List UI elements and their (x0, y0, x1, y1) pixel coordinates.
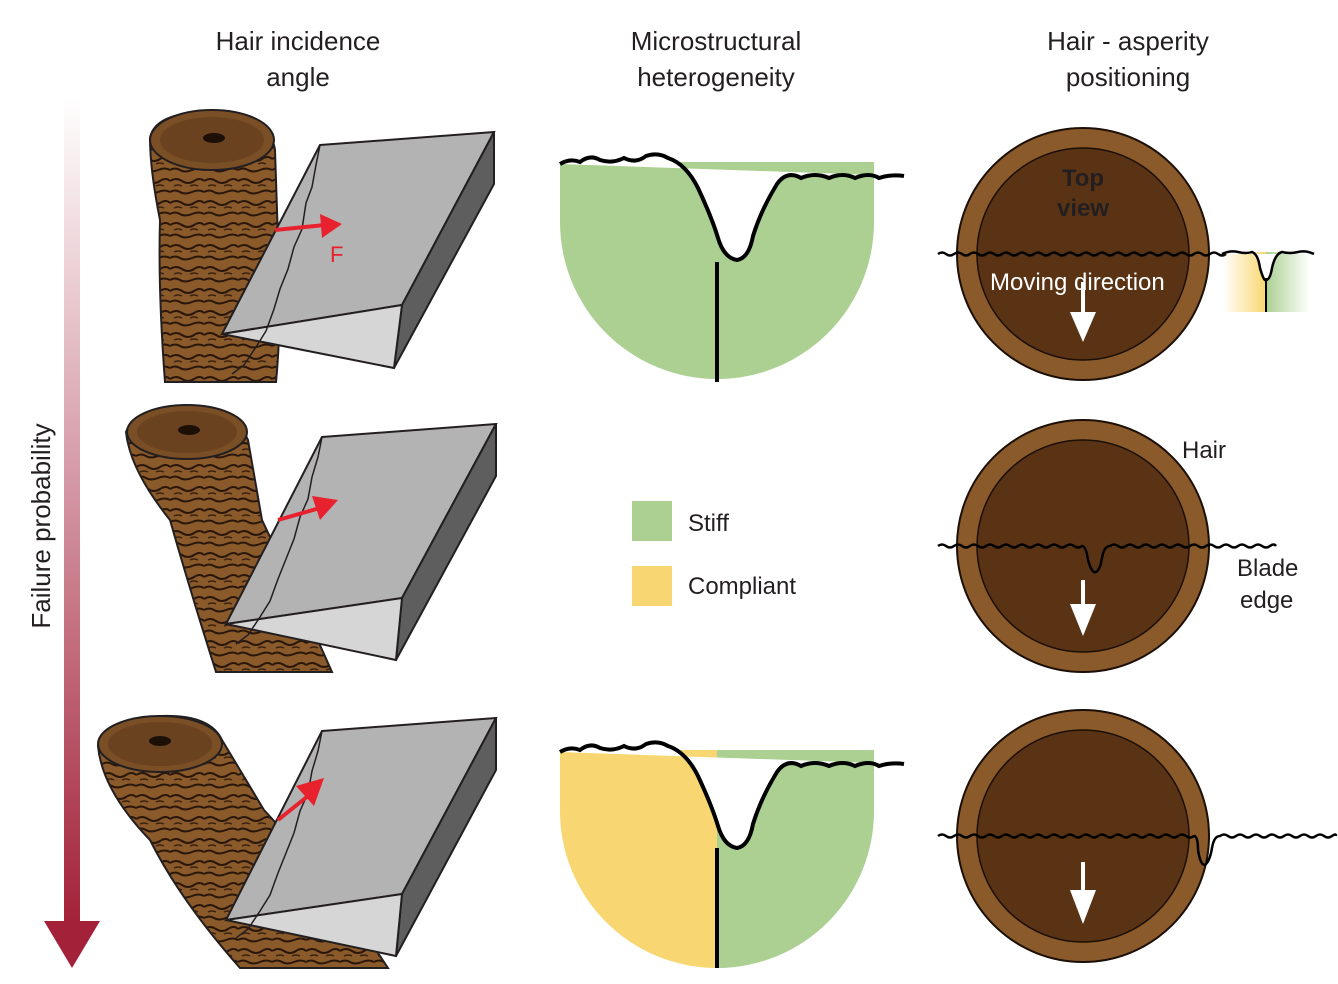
col1-title-line2: angle (266, 62, 330, 92)
hair-blade-row1: F (148, 109, 496, 383)
legend: Stiff Compliant (632, 501, 796, 606)
topview-row1: Top view Moving direction (937, 127, 1315, 381)
top-view-label-line2: view (1057, 195, 1109, 222)
col3-title-line2: positioning (1066, 62, 1190, 92)
col3-title-line1: Hair - asperity (1047, 26, 1209, 56)
legend-stiff-label: Stiff (688, 510, 729, 537)
legend-stiff-swatch (632, 501, 672, 541)
top-view-label-line1: Top (1062, 165, 1104, 192)
force-label: F (330, 242, 343, 267)
blade-edge-label-line1: Blade (1237, 555, 1298, 582)
col1-title-line1: Hair incidence (216, 26, 381, 56)
legend-compliant-label: Compliant (688, 573, 796, 600)
failure-probability-arrow (44, 97, 100, 968)
hair-blade-row2 (124, 404, 498, 673)
legend-compliant-swatch (632, 566, 672, 606)
hair-label: Hair (1182, 437, 1226, 464)
failure-probability-label: Failure probability (26, 423, 56, 628)
topview-row3 (937, 709, 1338, 963)
microstructure-heterogeneous (558, 740, 905, 969)
blade-edge-label-line2: edge (1240, 587, 1293, 614)
col2-title-line2: heterogeneity (637, 62, 795, 92)
moving-direction-label: Moving direction (990, 269, 1165, 296)
col2-title-line1: Microstructural (631, 26, 801, 56)
hair-blade-row3 (96, 714, 498, 969)
topview-row2: Hair Blade edge (937, 419, 1298, 673)
microstructure-uniform (558, 152, 905, 382)
